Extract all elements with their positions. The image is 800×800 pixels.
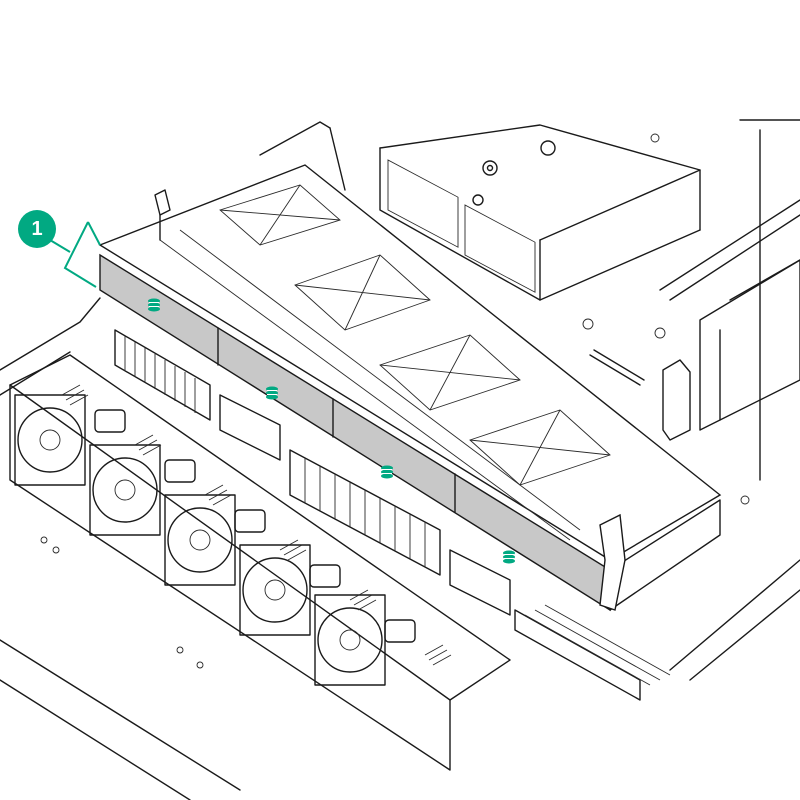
fan	[239, 544, 311, 636]
drive-bay-dividers	[217, 327, 456, 513]
callout-badge-1: 1	[18, 210, 56, 248]
latch	[662, 359, 691, 441]
cage-x-bracing	[159, 184, 611, 541]
drive-bay-1-icon	[148, 298, 160, 312]
vent-grille	[387, 159, 536, 293]
drive-bay-3-icon	[381, 465, 393, 479]
fan-array	[9, 354, 511, 771]
drive-bay-2-icon	[266, 386, 278, 400]
fan-handles	[94, 409, 416, 643]
fan	[314, 594, 386, 686]
heatsinks	[114, 329, 671, 701]
cage-lever	[599, 513, 626, 611]
fan	[164, 494, 236, 586]
fan	[89, 444, 161, 536]
standoffs	[40, 133, 750, 669]
drive-bay-4-icon	[503, 550, 515, 564]
fan	[14, 394, 86, 486]
callout-leader	[49, 221, 101, 288]
